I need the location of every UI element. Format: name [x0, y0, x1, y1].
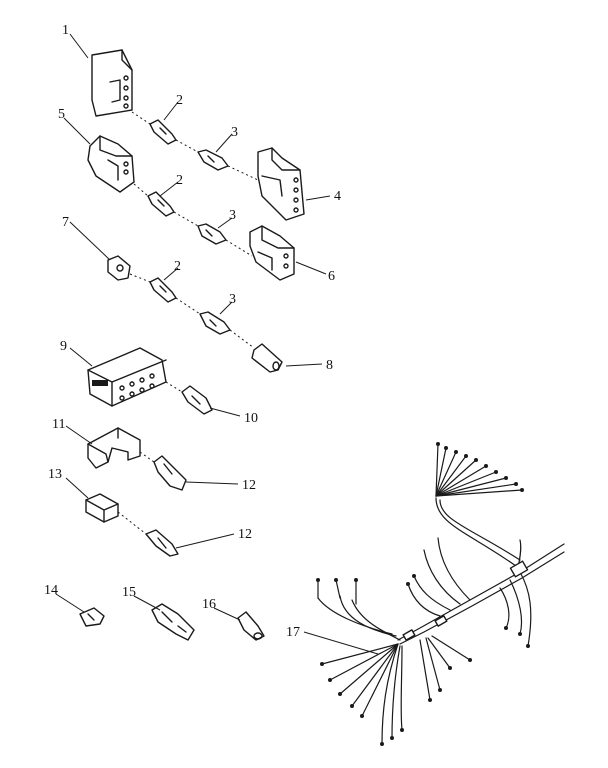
part-9-connector-block [87, 347, 167, 407]
callout-2: 2 [176, 173, 183, 188]
callout-13: 13 [48, 467, 62, 482]
part-3-terminal-a [197, 149, 229, 171]
part-4-connector [257, 147, 305, 221]
callout-15: 15 [122, 585, 136, 600]
callout-4: 4 [334, 189, 341, 204]
callout-11: 11 [52, 417, 65, 432]
part-2-terminal-c [149, 277, 177, 303]
part-16-terminal [237, 611, 265, 641]
part-7-plug [107, 255, 131, 281]
callout-7: 7 [62, 215, 69, 230]
part-17-wire-harness [316, 442, 565, 746]
callout-17: 17 [286, 625, 300, 640]
part-10-terminal [181, 385, 213, 415]
callout-16: 16 [202, 597, 216, 612]
callout-12: 12 [242, 478, 256, 493]
callout-5: 5 [58, 107, 65, 122]
callout-6: 6 [328, 269, 335, 284]
part-15-terminal [151, 603, 195, 641]
callout-2: 2 [174, 259, 181, 274]
part-3-terminal-c [199, 311, 231, 335]
leader-lines [55, 33, 379, 655]
callout-8: 8 [326, 358, 333, 373]
callout-10: 10 [244, 411, 258, 426]
callout-12: 12 [238, 527, 252, 542]
callout-labels: 1 2 2 2 3 3 3 4 5 6 7 8 9 10 11 12 12 13… [44, 23, 341, 640]
part-12-terminal-b [145, 529, 179, 557]
part-11-clip [87, 427, 141, 469]
callout-14: 14 [44, 583, 58, 598]
part-1-connector-housing [91, 49, 133, 117]
callout-3: 3 [231, 125, 238, 140]
callout-9: 9 [60, 339, 67, 354]
callout-1: 1 [62, 23, 69, 38]
part-14-clip [79, 607, 105, 627]
part-13-block [85, 493, 119, 523]
callout-3: 3 [229, 292, 236, 307]
part-6-connector [249, 225, 295, 281]
part-3-terminal-b [197, 223, 227, 245]
callout-2: 2 [176, 93, 183, 108]
part-8-sleeve [251, 343, 283, 373]
part-5-connector [87, 135, 135, 193]
callout-3: 3 [229, 208, 236, 223]
part-12-terminal-a [153, 455, 187, 491]
part-2-terminal-a [149, 119, 177, 145]
